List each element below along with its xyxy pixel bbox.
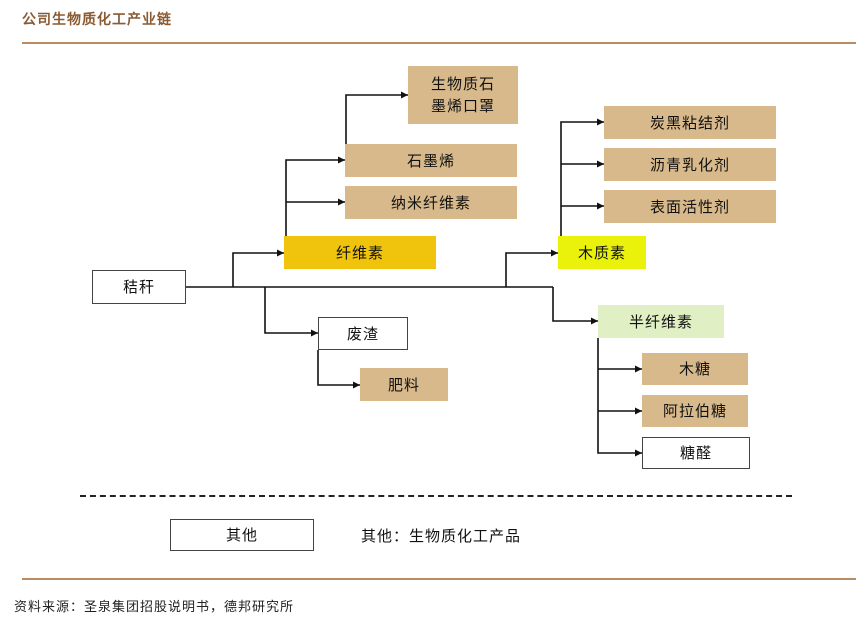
node-waste-residue: 废渣: [318, 317, 408, 350]
node-carbon-black-binder: 炭黑粘结剂: [604, 106, 776, 139]
node-straw: 秸秆: [92, 270, 186, 304]
connector-graphene-mask: [345, 91, 408, 144]
legend-separator: [80, 495, 792, 497]
node-cellulose: 纤维素: [284, 236, 436, 269]
node-lignin: 木质素: [558, 236, 646, 269]
node-arabinose: 阿拉伯糖: [642, 395, 748, 427]
node-graphene-mask: 生物质石 墨烯口罩: [408, 66, 518, 124]
node-nanocellulose: 纳米纤维素: [345, 186, 517, 219]
node-xylose: 木糖: [642, 353, 748, 385]
connector-lignin-binder: [560, 118, 604, 236]
connector-straw-cellulose: [232, 249, 284, 287]
connector-straw-lignin: [505, 249, 558, 287]
node-hemicellulose: 半纤维素: [598, 305, 724, 338]
node-asphalt-emulsifier: 沥青乳化剂: [604, 148, 776, 181]
connector-waste-fertilizer: [317, 350, 360, 389]
legend-other-box: 其他: [170, 519, 314, 551]
connector-cellulose-graphene: [285, 156, 345, 236]
connector-straw-waste: [264, 287, 318, 337]
connector-hemi-furfural: [597, 338, 642, 457]
footer-divider: [22, 578, 856, 580]
node-furfural: 糖醛: [642, 437, 750, 469]
connector-straw-hemicellulose: [552, 287, 598, 325]
node-graphene: 石墨烯: [345, 144, 517, 177]
page-title: 公司生物质化工产业链: [22, 12, 172, 28]
node-surfactant: 表面活性剂: [604, 190, 776, 223]
legend-other-text: 其他：生物质化工产品: [361, 527, 522, 545]
header-divider: [22, 42, 856, 44]
node-fertilizer: 肥料: [360, 368, 448, 401]
source-note: 资料来源：圣泉集团招股说明书，德邦研究所: [14, 600, 295, 615]
